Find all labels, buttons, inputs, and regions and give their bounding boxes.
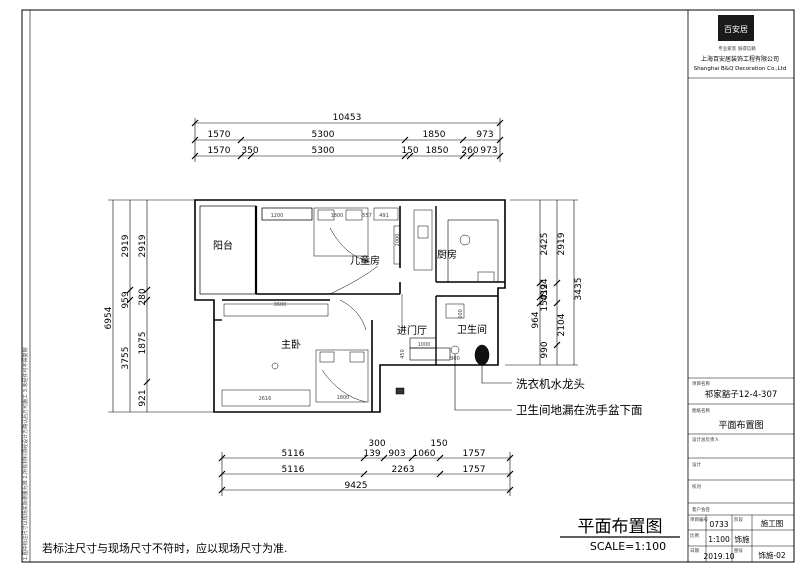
- dim-top-r1-c: 1850: [423, 130, 446, 140]
- right-dimensions: [505, 199, 578, 366]
- project-name: 祁家豁子12-4-307: [705, 389, 778, 400]
- dim-left-total: 6954: [104, 306, 114, 329]
- date-label: 日期: [690, 548, 699, 554]
- dim-left-i3: 1875: [138, 332, 148, 355]
- plan-walls: [194, 199, 506, 413]
- top-dimensions: [191, 118, 504, 162]
- dim-right-a4: 964: [531, 311, 541, 328]
- annotation-washer-tap: 洗衣机水龙头: [516, 377, 585, 391]
- date-value: 2019.10: [703, 552, 734, 561]
- fd-1800b: 1800: [337, 395, 350, 401]
- dim-bot-r2-c: 903: [388, 449, 405, 459]
- drawing-name: 平面布置图: [718, 419, 763, 431]
- code-value: 0733: [709, 520, 728, 529]
- dim-bot-r3-b: 2263: [392, 465, 415, 475]
- client-label: 客户会签: [692, 506, 710, 513]
- company-en: Shanghai B&Q Decoration Co.,Ltd: [694, 66, 787, 72]
- dim-bot-r2-b: 139: [363, 449, 380, 459]
- dim-right-b3: 2104: [557, 313, 567, 336]
- plan-note: 若标注尺寸与现场尺寸不符时，应以现场尺寸为准.: [42, 541, 288, 555]
- plan-title: 平面布置图: [578, 517, 663, 537]
- dim-bot-r3-c: 1757: [463, 465, 486, 475]
- stage-value: 施工图: [761, 518, 784, 528]
- dim-right-c1: 3435: [574, 278, 584, 301]
- fd-491: 491: [379, 213, 389, 219]
- fd-600: 600: [458, 309, 464, 319]
- dim-top-r2-f: 260: [461, 146, 478, 156]
- room-kitchen: 厨房: [437, 248, 457, 261]
- annotation-leaders: [454, 354, 512, 411]
- title-block: 百安居 专业家装 值得信赖 上海百安居装饰工程有限公司 Shanghai B&Q…: [687, 10, 794, 562]
- room-kids: 儿童房: [350, 254, 380, 267]
- dim-top-r2-b: 350: [241, 146, 258, 156]
- dim-right-a3: 150: [540, 294, 550, 311]
- dim-right-a1: 2425: [540, 233, 550, 256]
- dim-left-i1: 2919: [138, 234, 148, 257]
- dim-bot-r2-e: 1757: [463, 449, 486, 459]
- left-dimensions: [108, 199, 214, 413]
- dim-top-r2-d: 150: [401, 146, 418, 156]
- dim-left-o1: 2919: [121, 234, 131, 257]
- fd-557: 557: [362, 213, 372, 219]
- sheet-value: 饰施-02: [758, 550, 785, 560]
- design-label: 设计: [692, 461, 701, 468]
- dim-right-b2: 394: [540, 278, 550, 295]
- dim-top-r2-a: 1570: [208, 146, 231, 156]
- code-label: 项目编号: [690, 516, 708, 523]
- dim-right-b4: 990: [540, 341, 550, 358]
- sheet-label: 图号: [734, 548, 743, 554]
- room-balcony: 阳台: [213, 239, 233, 252]
- scale-value: 1:100: [708, 535, 730, 544]
- dim-bot-r2-d: 1060: [413, 449, 436, 459]
- plan-scale: SCALE=1:100: [590, 540, 666, 553]
- drawing-label: 图纸名称: [692, 407, 710, 414]
- dim-left-o3: 3755: [121, 347, 131, 370]
- project-label: 项目名称: [692, 380, 710, 387]
- dim-right-b1: 2919: [557, 232, 567, 255]
- dim-left-i4: 921: [138, 389, 148, 406]
- svg-text:1.图中标注尺寸以现场实际测量为准 2.所有材料须经设计方确: 1.图中标注尺寸以现场实际测量为准 2.所有材料须经设计方确认后方可施工 3.未…: [22, 348, 29, 561]
- sheet-border: [21, 9, 795, 563]
- dim-top-total: 10453: [333, 113, 362, 123]
- fd-1200: 1200: [271, 213, 284, 219]
- stage-label: 阶段: [734, 516, 743, 523]
- dim-right-a2: 412: [540, 283, 550, 300]
- dim-top-r1-b: 5300: [312, 130, 335, 140]
- dim-top-r1-d: 973: [476, 130, 493, 140]
- room-entry: 进门厅: [397, 324, 427, 337]
- type-value: 饰施: [735, 534, 750, 544]
- dim-top-r1-a: 1570: [208, 130, 231, 140]
- check-label: 校对: [692, 483, 701, 490]
- dim-bot-r1-a: 300: [368, 439, 385, 449]
- slogan: 专业家装 值得信赖: [718, 45, 756, 52]
- annotation-floor-drain: 卫生间地漏在洗手盆下面: [516, 403, 643, 417]
- designer-label: 设计总负责人: [692, 436, 719, 443]
- plan-fixtures: [221, 207, 495, 407]
- dim-left-o2: 959: [121, 291, 131, 308]
- dim-bot-r1-b: 150: [430, 439, 447, 449]
- dim-bot-r2-a: 5116: [282, 449, 305, 459]
- dim-top-r2-c: 5300: [312, 146, 335, 156]
- bottom-dimensions: [218, 452, 514, 496]
- dim-top-r2-g: 973: [480, 146, 497, 156]
- fd-450: 450: [400, 349, 406, 359]
- dim-left-i2: 280: [138, 288, 148, 305]
- dim-bot-total: 9425: [345, 481, 368, 491]
- fd-1000: 1000: [418, 342, 431, 348]
- fd-1800a: 1800: [331, 213, 344, 219]
- fd-2000: 2000: [395, 234, 401, 247]
- scale-label: 比例: [690, 532, 699, 539]
- company-logo: [718, 15, 754, 41]
- fd-3600: 3600: [274, 302, 287, 308]
- room-bathroom: 卫生间: [457, 323, 487, 336]
- company-cn: 上海百安居装饰工程有限公司: [701, 55, 779, 63]
- dim-bot-r3-a: 5116: [282, 465, 305, 475]
- dim-top-r2-e: 1850: [426, 146, 449, 156]
- room-master: 主卧: [281, 338, 301, 351]
- vertical-note: 1.图中标注尺寸以现场实际测量为准 2.所有材料须经设计方确认后方可施工 3.未…: [22, 348, 29, 561]
- fd-2616: 2616: [259, 396, 272, 402]
- logo-text: 百安居: [724, 24, 748, 34]
